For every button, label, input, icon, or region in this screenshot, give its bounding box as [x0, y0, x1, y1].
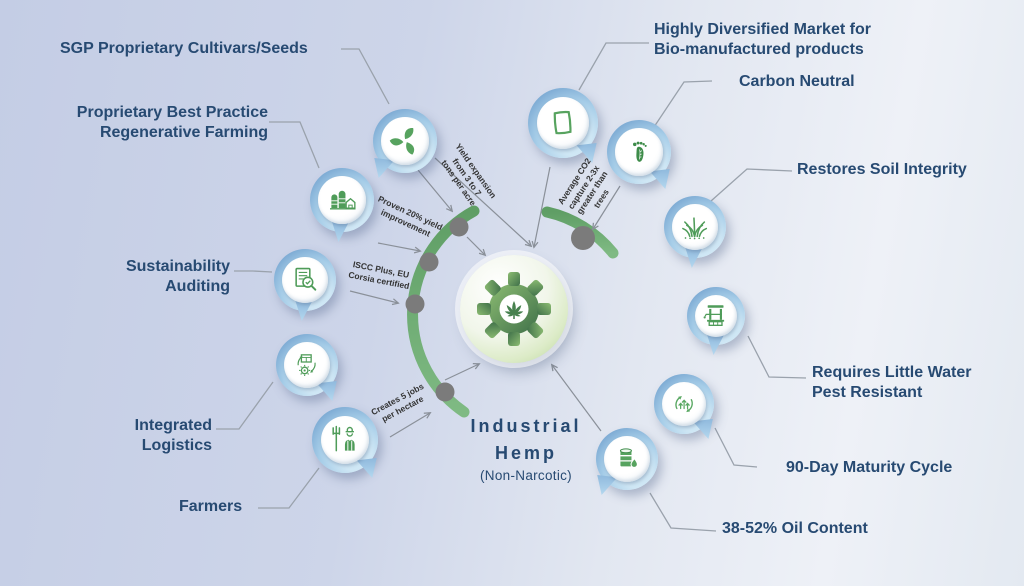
arc-node: [435, 382, 455, 402]
arc-node: [571, 226, 595, 250]
farmer-icon: [332, 426, 356, 452]
hub-subtitle: (Non-Narcotic): [480, 468, 572, 483]
arc-node: [405, 294, 425, 314]
bubble-well: [687, 287, 745, 345]
bubble-inner: [661, 381, 707, 427]
label-carbon-neutral: Carbon Neutral: [739, 73, 855, 90]
arc-node: [419, 252, 439, 272]
connector-soil: [710, 168, 793, 202]
bubble-farmer: [312, 407, 378, 473]
bubble-grass: [664, 196, 726, 258]
audit-document-icon: [295, 268, 317, 292]
bubble-farm: [310, 168, 374, 232]
connector-maturity: [714, 427, 758, 468]
connector-market: [578, 42, 649, 91]
right-arc: [541, 206, 619, 259]
bubble-audit: [274, 249, 336, 311]
bubble-barrel: [596, 428, 658, 490]
hemp-leaf-icon: [504, 301, 524, 319]
arrow-iscc-to-node: [349, 290, 398, 303]
connector-logistics: [216, 381, 274, 430]
growth-arrows-icon: [675, 395, 693, 413]
bubble-fabric: [528, 88, 598, 158]
bubble-footprint: [607, 120, 671, 184]
bubble-inner: [672, 204, 718, 250]
bubble-seeds: [373, 109, 437, 173]
bubble-inner: [320, 415, 370, 465]
oil-barrel-icon: [620, 448, 639, 469]
farm-icon: [329, 190, 356, 210]
bubble-growth: [654, 374, 714, 434]
bubble-inner: [694, 294, 738, 338]
arc-node: [449, 217, 469, 237]
arrow-node-to-hub: [466, 236, 485, 255]
label-oil-content: 38-52% Oil Content: [722, 520, 868, 537]
bubble-logistics: [276, 334, 338, 396]
connector-farmers: [258, 467, 320, 509]
connector-carbon: [653, 80, 713, 128]
bubble-inner: [615, 128, 663, 176]
bubble-inner: [282, 257, 328, 303]
arrow-proven-to-node: [377, 242, 420, 251]
hub-text: Industrial Hemp (Non-Narcotic): [445, 413, 607, 483]
label-farmers: Farmers: [179, 498, 243, 515]
arrow-arc-to-hub: [444, 364, 479, 381]
hub-circle: [460, 255, 568, 363]
hub-title: Industrial Hemp: [470, 416, 582, 463]
grass-icon: [682, 217, 708, 240]
footprint-icon: [632, 141, 647, 162]
water-well-icon: [703, 305, 725, 327]
bubble-inner: [381, 117, 429, 165]
connector-oil: [649, 492, 717, 532]
bubble-inner: [284, 342, 330, 388]
bubble-inner: [604, 436, 650, 482]
fabric-icon: [554, 111, 572, 135]
label-restores-soil: Restores Soil Integrity: [797, 161, 967, 178]
bubble-inner: [537, 97, 589, 149]
logistics-icon: [297, 354, 317, 377]
arrow-fabric-to-hub: [534, 166, 551, 247]
label-sgp-cultivars: SGP Proprietary Cultivars/Seeds: [60, 40, 308, 57]
label-maturity-cycle: 90-Day Maturity Cycle: [786, 459, 953, 476]
gear-icon: [477, 272, 551, 346]
seeds-icon: [389, 127, 415, 155]
connector-sgp: [341, 48, 390, 105]
connector-sustainability: [234, 270, 273, 273]
bubble-inner: [318, 176, 366, 224]
connector-best-practice: [269, 121, 320, 169]
connector-water: [747, 335, 807, 379]
